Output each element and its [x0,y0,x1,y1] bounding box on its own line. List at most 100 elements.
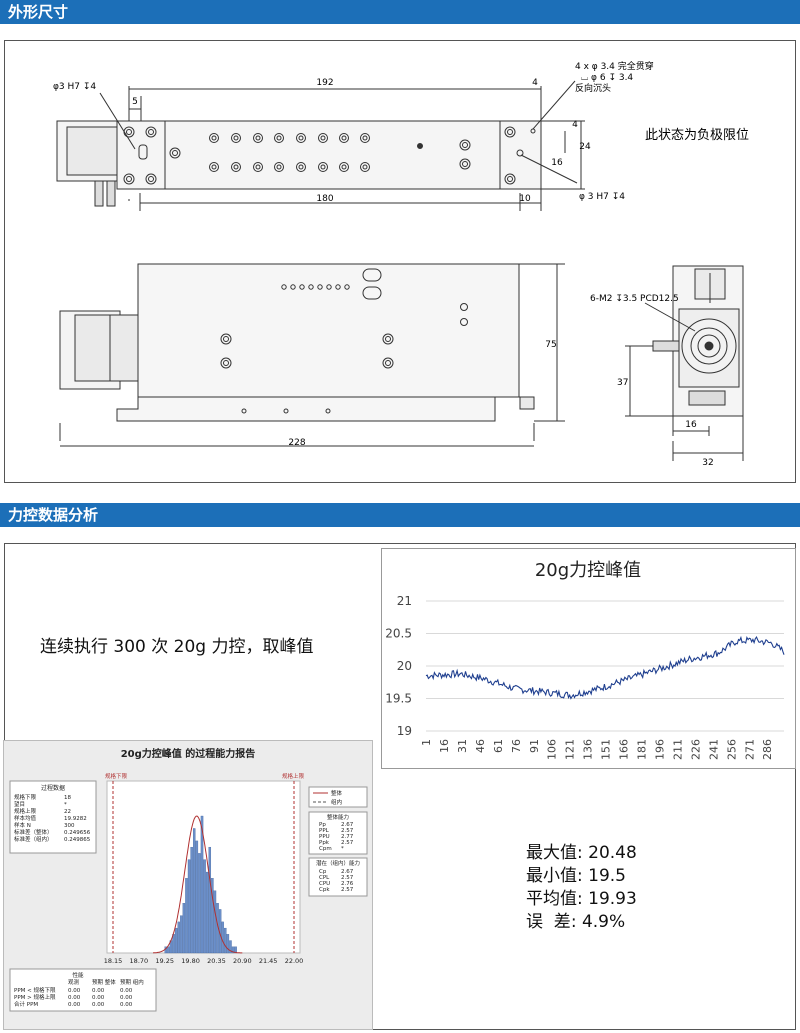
histogram-bar [193,828,196,954]
test-caption: 连续执行 300 次 20g 力控，取峰值 [40,637,314,657]
process-data-label: 规格上限 [14,807,37,815]
hole-left-spec: φ3 H7 ↧4 [53,82,96,92]
dim-16-side: 16 [551,158,563,168]
overall-label: PPU [319,834,330,840]
svg-text:整体: 整体 [331,789,343,797]
section-header-dimensions: 外形尺寸 [0,0,800,24]
dimension-drawing-panel: 192 180 10 5 4 4 24 16 φ3 H7 ↧4 φ 3 H7 ↧… [4,40,796,483]
x-tick-label: 106 [546,739,559,760]
x-tick-label: 256 [725,739,738,760]
dim-16-bottom: 16 [685,420,697,430]
within-value: 2.67 [341,869,354,875]
perf-cell: 0.00 [68,995,81,1001]
process-data-label: 规格下限 [14,793,37,801]
x-tick-label: 211 [671,739,684,760]
cap-x-tick: 18.70 [130,957,149,965]
overall-label: PPL [319,828,330,834]
overall-label: Ppk [319,840,330,846]
process-data-value: 0.249865 [64,837,91,843]
series-line [425,635,785,700]
histogram-bar [185,878,188,954]
x-tick-label: 91 [528,739,541,753]
front-hole [299,284,305,290]
dimension-drawing: 192 180 10 5 4 4 24 16 φ3 H7 ↧4 φ 3 H7 ↧… [53,60,749,468]
overall-value: 2.77 [341,834,354,840]
process-data-value: * [64,802,67,808]
x-tick-label: 151 [600,739,613,760]
y-tick-label: 19 [397,724,412,738]
section-title-analysis: 力控数据分析 [8,506,99,524]
mount-hole [360,162,370,172]
dim-180: 180 [316,194,333,204]
histogram-bar [231,946,235,954]
top-body [116,120,542,190]
stat-min: 最小值: 19.5 [526,866,626,886]
svg-text:潜在（组内）能力: 潜在（组内）能力 [316,859,360,867]
histogram-bar [208,846,212,954]
cap-x-tick: 20.90 [233,957,252,965]
mount-hole [339,133,349,143]
stat-mean: 平均值: 19.93 [526,889,637,909]
mount-hole [209,133,219,143]
overall-value: 2.57 [341,828,354,834]
x-tick-label: 61 [492,739,505,753]
mount-hole [318,133,328,143]
svg-text:整体能力: 整体能力 [327,813,349,821]
overall-label: Pp [319,822,326,828]
cap-x-tick: 19.25 [155,957,174,965]
section-title-dimensions: 外形尺寸 [8,3,69,21]
dim-10: 10 [519,194,531,204]
histogram-bar [226,934,230,954]
mount-hole [231,162,241,172]
histogram-bar [198,853,201,954]
process-data-label: 样本均值 [14,814,37,822]
histogram-bar [221,921,224,954]
front-hole [281,284,287,290]
y-tick-label: 19.5 [385,692,412,706]
cap-x-tick: 19.80 [181,957,200,965]
overall-value: 2.67 [341,822,354,828]
perf-cell: 0.00 [68,988,81,994]
histogram-bar [195,840,199,954]
process-data-value: 18 [64,795,71,801]
process-data-box [9,780,97,854]
x-tick-label: 31 [456,739,469,753]
cap-x-tick: 18.15 [104,957,123,965]
x-tick-label: 286 [761,739,774,760]
hole-right-spec: φ 3 H7 ↧4 [579,192,625,202]
process-data-label: 样本 N [14,821,31,829]
mount-hole [253,162,263,172]
overall-capability-box [308,811,368,855]
stat-error: 误 差: 4.9% [526,912,626,932]
m2-spec: 6-M2 ↧3.5 PCD12.5 [590,294,679,304]
within-label: Cpk [319,887,330,893]
chart-title: 20g力控峰值 [535,560,641,581]
perf-cell: 0.00 [120,995,133,1001]
process-data-value: 300 [64,823,75,829]
perf-header: 预期 整体 [92,978,116,986]
front-hole [335,284,341,290]
lsl-label: 规格下限 [105,772,128,780]
dim-75: 75 [545,340,556,350]
process-data-value: 22 [64,809,71,815]
y-tick-label: 20 [397,659,412,673]
stats-list: 最大值: 20.48 最小值: 19.5 平均值: 19.93 误 差: 4.9… [526,842,637,934]
usl-label: 规格上限 [282,772,305,780]
histogram-bar [182,903,186,954]
front-hole [317,284,323,290]
histogram-bar [167,946,170,954]
y-tick-label: 20.5 [385,627,412,641]
normal-curve [152,815,243,954]
process-data-label: 标准差（组内） [14,835,53,843]
perf-cell: PPM < 规格下限 [14,986,56,994]
mount-hole [231,133,241,143]
within-value: 2.57 [341,887,354,893]
report-title: 20g力控峰值 的过程能力报告 [121,747,256,760]
dim-192: 192 [316,78,333,88]
stat-max: 最大值: 20.48 [526,843,637,863]
perf-cell: 0.00 [120,988,133,994]
performance-box [9,968,157,1012]
